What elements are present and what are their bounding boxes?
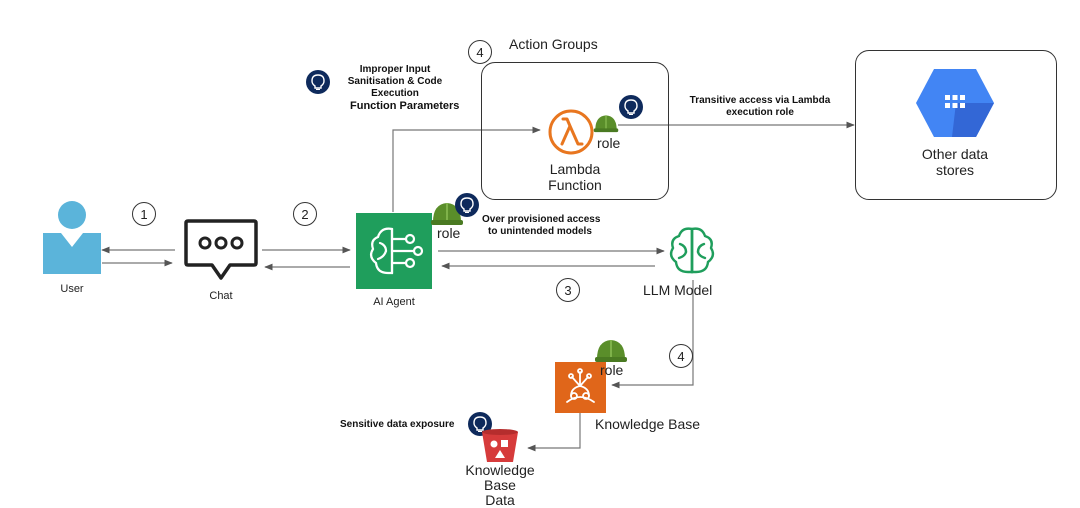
transitive-access-note: Transitive access via Lambda execution r… <box>670 95 850 119</box>
ai-agent-label: AI Agent <box>373 296 415 308</box>
transitive-line2: execution role <box>726 107 794 118</box>
chat-bubble-icon <box>184 219 258 280</box>
s3-bucket-icon <box>482 429 518 462</box>
other-data-stores-box <box>855 50 1057 200</box>
other-data-stores-label: Other data stores <box>895 146 1015 178</box>
lambda-role-label: role <box>597 135 621 151</box>
lambda-line1: Lambda <box>549 161 601 177</box>
lambda-line2: Function <box>548 177 602 193</box>
datastore-hexagon-icon <box>916 69 994 137</box>
arrow-kb-to-store <box>527 413 581 452</box>
other-data-stores-line2: stores <box>935 162 975 178</box>
llm-label: LLM Model <box>643 282 713 298</box>
other-data-stores-line1: Other data <box>921 146 989 162</box>
kb-store-line1: Knowledge <box>465 462 535 478</box>
step-2: 2 <box>293 202 317 226</box>
role-helmet-icon <box>431 203 463 225</box>
step-4-knowledge-base: 4 <box>669 344 693 368</box>
over-provisioned-note: Over provisioned access to unintended mo… <box>482 214 600 238</box>
arrow-agent-to-lambda <box>392 126 541 212</box>
kb-store-label: Knowledge Base Data <box>450 463 550 508</box>
role-helmet-icon <box>593 115 619 133</box>
kb-role-label: role <box>600 362 624 378</box>
over-provisioned-line1: Over provisioned access <box>482 214 601 225</box>
input-line1: Improper Input <box>359 64 431 75</box>
kb-store-line2: Base <box>484 477 516 493</box>
agent-role-label: role <box>437 225 461 241</box>
user-label: User <box>60 283 84 295</box>
lightbulb-icon <box>455 193 479 217</box>
step-1: 1 <box>132 202 156 226</box>
lambda-label: Lambda Function <box>530 161 620 193</box>
chat-label: Chat <box>209 290 233 302</box>
arrow-llm-to-kb <box>611 280 694 389</box>
input-sanitisation-note: Improper Input Sanitisation & Code Execu… <box>340 64 450 100</box>
over-provisioned-line2: to unintended models <box>488 226 592 237</box>
user-icon <box>43 201 101 274</box>
lightbulb-icon <box>306 70 330 94</box>
role-helmet-icon <box>595 340 627 362</box>
step-4-action-groups: 4 <box>468 40 492 64</box>
knowledge-base-icon <box>555 362 606 413</box>
transitive-line1: Transitive access via Lambda <box>689 95 831 106</box>
ai-agent-brain-icon <box>356 213 432 289</box>
function-parameters-note: Function Parameters <box>350 100 460 112</box>
lightbulb-icon <box>619 95 643 119</box>
knowledge-base-label: Knowledge Base <box>595 416 701 432</box>
sensitive-data-note: Sensitive data exposure <box>340 419 455 430</box>
step-3: 3 <box>556 278 580 302</box>
input-line2: Sanitisation & Code <box>347 76 443 87</box>
action-groups-box <box>481 62 669 200</box>
action-groups-title: Action Groups <box>509 36 598 52</box>
input-line3: Execution <box>371 88 419 99</box>
llm-brain-icon <box>669 227 715 274</box>
kb-store-line3: Data <box>485 492 515 508</box>
lambda-icon <box>548 109 594 155</box>
